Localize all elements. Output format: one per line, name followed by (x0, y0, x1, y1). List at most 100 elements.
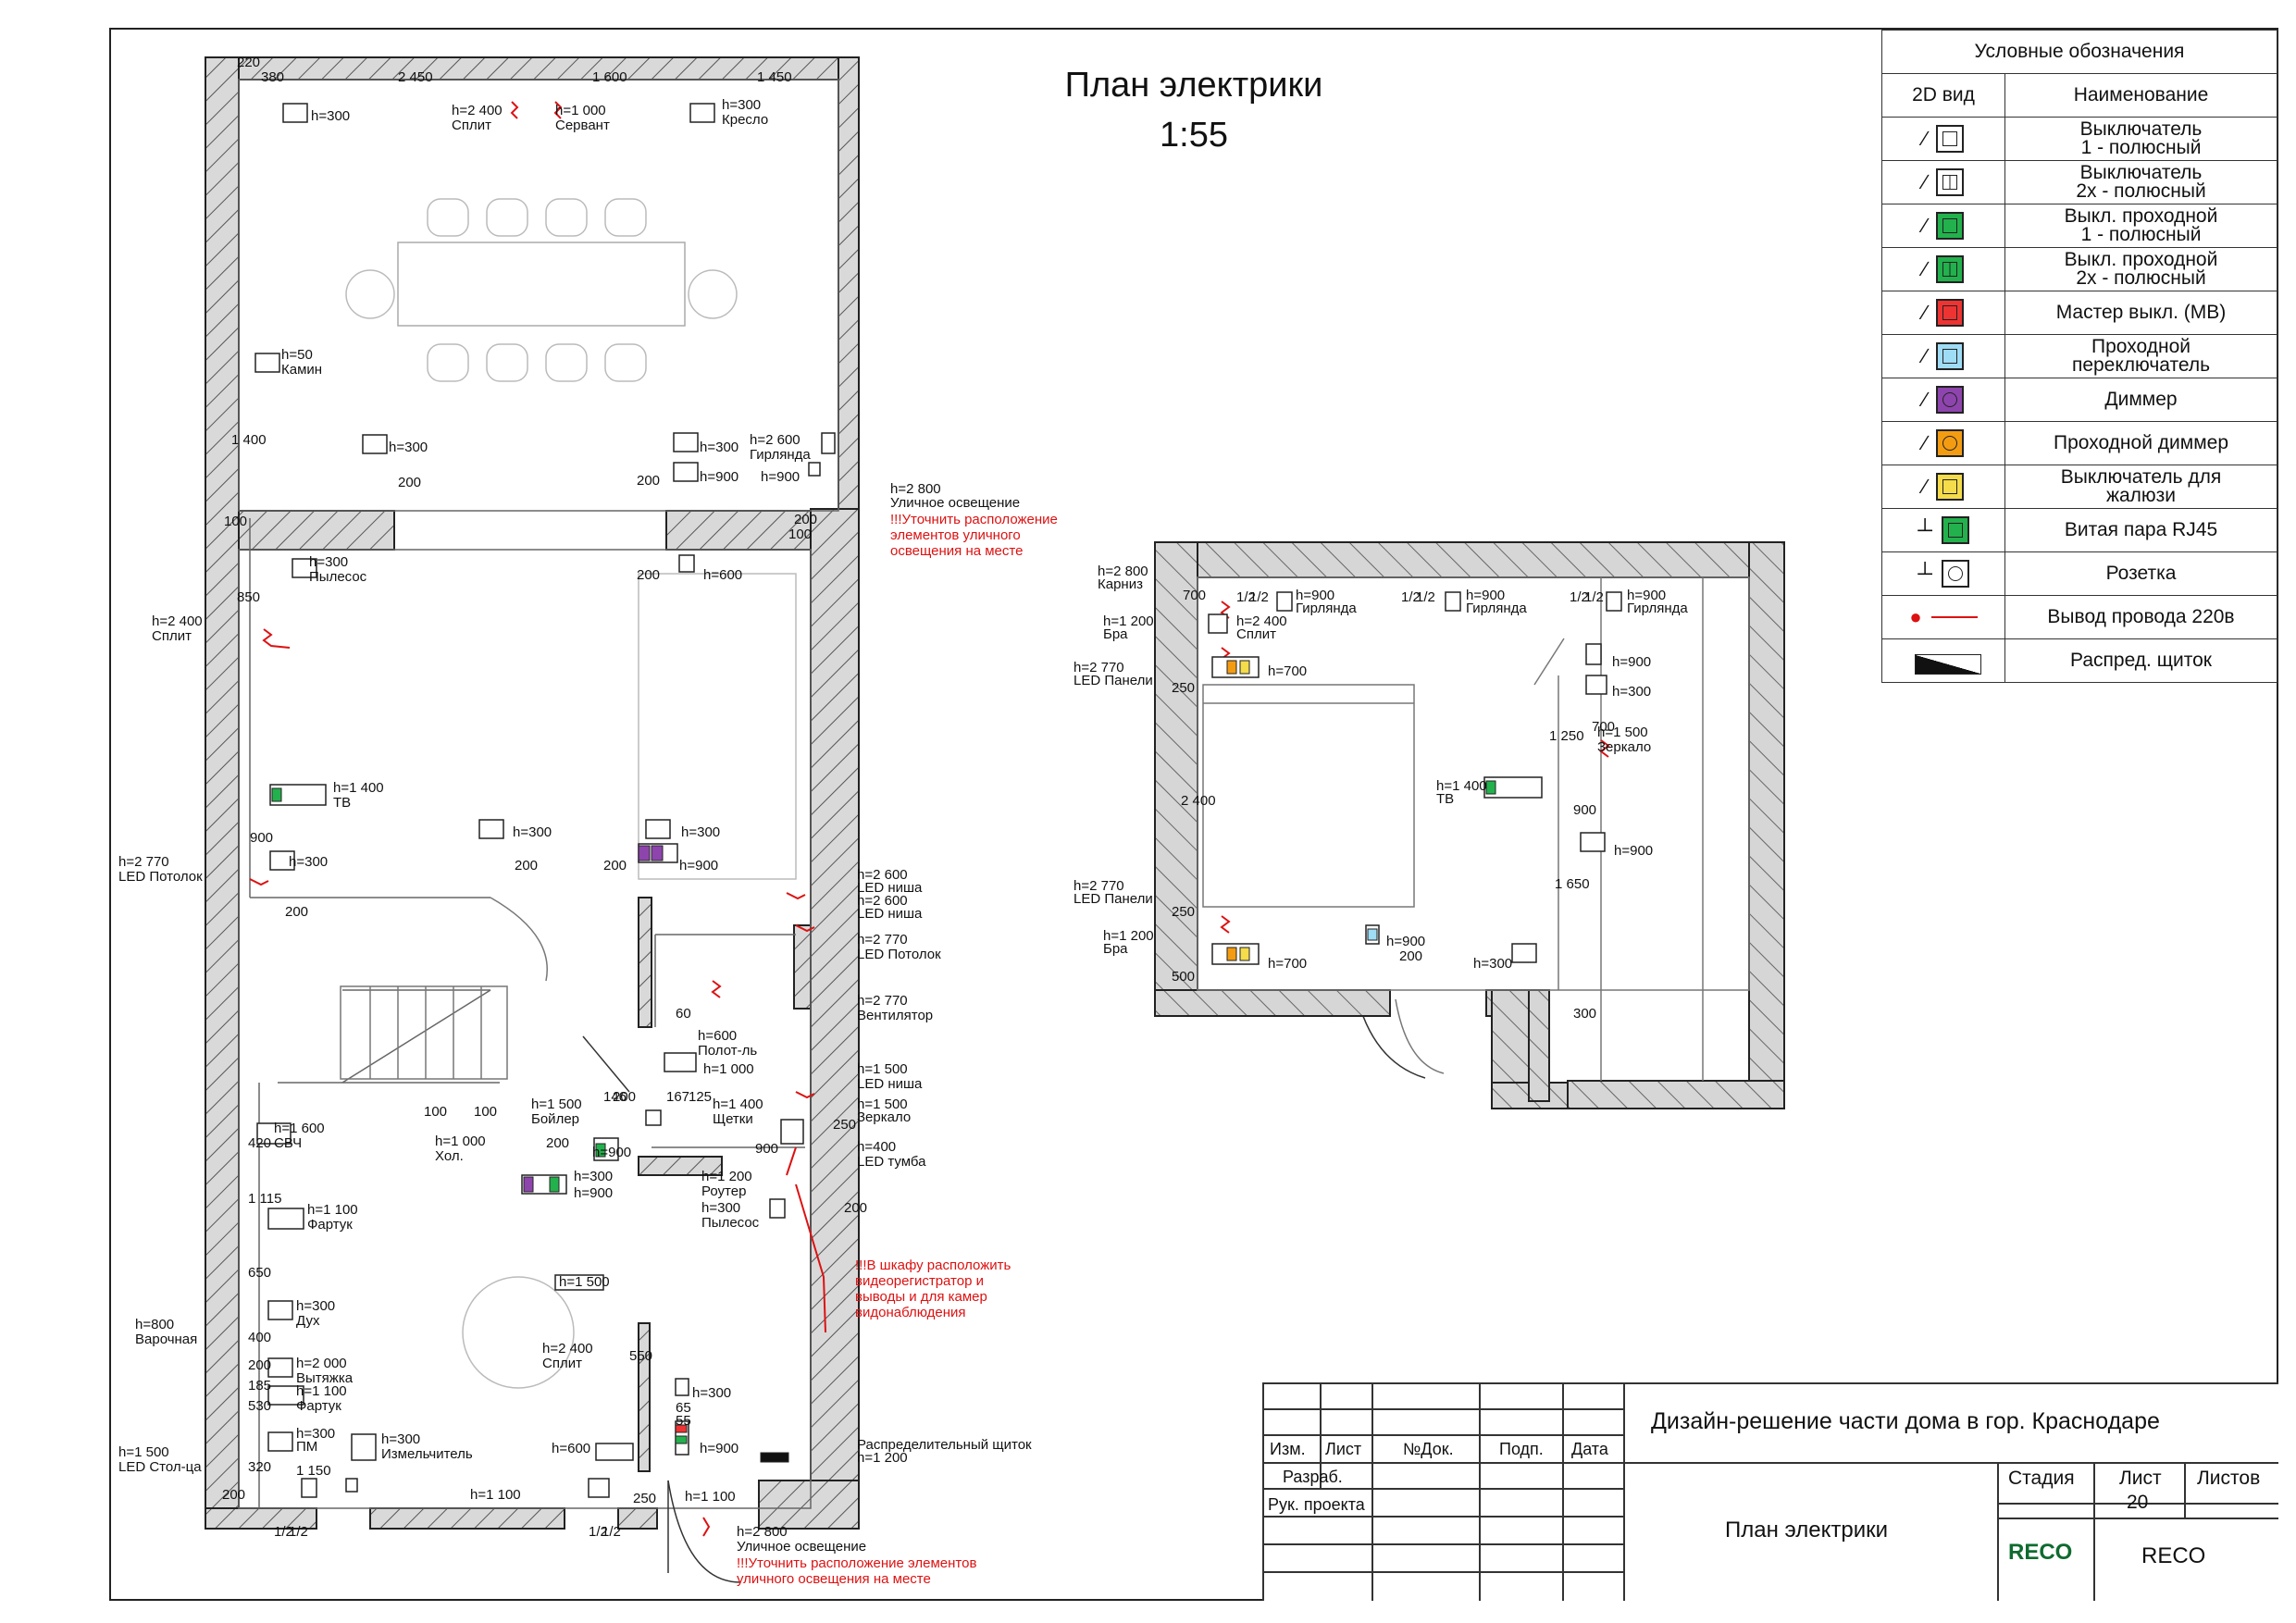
ground-label: Сплит (542, 1356, 582, 1371)
ground-label: h=1 400 (713, 1096, 763, 1112)
tb-col-list: Лист (1325, 1440, 1362, 1458)
legend-name: Вывод провода 220в (2047, 606, 2235, 627)
ground-label: h=1 600 (274, 1121, 325, 1136)
second-floor-label: 1/2 (1249, 589, 1269, 605)
legend-name-line2: 1 - полюсный (2080, 137, 2202, 158)
colored-devices (271, 660, 1496, 1463)
ground-label: h=1 200 (857, 1450, 908, 1466)
ground-label: 185 (248, 1378, 271, 1394)
ground-label: h=1 500 (857, 1061, 908, 1077)
dimmer-icon: ∕ (1881, 378, 2005, 422)
tb-row-developer: Разраб. (1283, 1468, 1343, 1486)
second-floor-label: h=300 (1473, 956, 1512, 972)
wire-outlets (249, 101, 1610, 1537)
ground-label: 650 (248, 1265, 271, 1281)
ground-label: LED ниша (857, 906, 923, 922)
ground-label: h=800 (135, 1317, 174, 1332)
legend-heading: Условные обозначения (1881, 30, 2277, 74)
socket-icon: ┴ (1881, 551, 2005, 596)
ground-label: h=600 (698, 1028, 737, 1044)
dimension-label: 1 600 (592, 69, 627, 85)
second-floor-label: h=900 (1627, 588, 1666, 603)
ground-label: h=600 (703, 567, 742, 583)
street-lighting-label-top: Уличное освещение (890, 495, 1020, 511)
second-floor-label: Гирлянда (1296, 601, 1357, 616)
ground-label: 200 (222, 1487, 245, 1503)
ground-label: h=1 000 (435, 1134, 486, 1149)
second-floor-label: 300 (1573, 1006, 1596, 1022)
second-floor-label: h=900 (1386, 934, 1425, 949)
legend-name: Выключатель (2079, 162, 2203, 183)
ground-label: 1 400 (231, 432, 267, 448)
ground-label: ТВ (333, 795, 351, 811)
ground-label: 900 (755, 1141, 778, 1157)
ground-label: 100 (224, 514, 247, 529)
legend-name: Выключатель для (2060, 466, 2222, 488)
ground-label: 200 (546, 1135, 569, 1151)
ground-label: Полот-ль (698, 1043, 757, 1059)
ground-label: h=300 (692, 1385, 731, 1401)
legend-name: Розетка (2105, 563, 2177, 584)
second-floor-label: 1 650 (1555, 876, 1590, 892)
second-floor-label: 1 250 (1549, 728, 1584, 744)
ground-label: 250 (633, 1491, 656, 1506)
ground-label: Сервант (555, 118, 610, 133)
ground-label: 200 (248, 1357, 271, 1373)
ground-label: 900 (250, 830, 273, 846)
ground-label: Измельчитель (381, 1446, 473, 1462)
second-floor-label: h=1 500 (1597, 725, 1648, 740)
ground-label: 100 (424, 1104, 447, 1120)
second-floor-label: 700 (1592, 719, 1615, 735)
ground-label: h=2 770 (118, 854, 169, 870)
legend-name: Витая пара RJ45 (2064, 519, 2218, 540)
legend-name: Мастер выкл. (МВ) (2055, 302, 2227, 323)
ground-label: h=900 (761, 469, 800, 485)
second-floor-label: 500 (1172, 969, 1195, 985)
legend-row: ∕Мастер выкл. (МВ) (1881, 291, 2277, 335)
ground-label: h=300 (309, 554, 348, 570)
tb-company: RECO (2141, 1543, 2206, 1568)
ground-label: h=900 (679, 858, 718, 873)
ground-label: СВЧ (274, 1135, 302, 1151)
ground-label: 250 (833, 1117, 856, 1133)
second-floor-label: h=900 (1612, 654, 1651, 670)
second-floor-label: Бра (1103, 941, 1128, 957)
legend-col-name: Наименование (2004, 73, 2277, 118)
ground-label: Фартук (307, 1217, 353, 1233)
second-floor-walls (1154, 541, 1785, 1109)
ground-label: LED Потолок (118, 869, 203, 885)
ground-label: h=2 600 (750, 432, 800, 448)
ground-label: h=300 (296, 1426, 335, 1442)
ground-label: h=1 500 (531, 1096, 582, 1112)
second-floor-label: 1/2 (1570, 589, 1589, 605)
ground-label: 200 (398, 475, 421, 490)
ground-label: Роутер (701, 1183, 746, 1199)
legend-name: Диммер (2104, 389, 2178, 410)
ground-label: h=300 (296, 1298, 335, 1314)
pass-switch-2pole-icon: ∕ (1881, 247, 2005, 291)
pass-switch-1pole-icon: ∕ (1881, 204, 2005, 248)
ground-label: 1 150 (296, 1463, 331, 1479)
ground-label: Вытяжка (296, 1370, 354, 1386)
tb-sheet-label: Лист (2119, 1468, 2162, 1489)
ground-label: 320 (248, 1459, 271, 1475)
ground-label: h=300 (681, 824, 720, 840)
ground-label: h=50 (281, 347, 313, 363)
ground-label: 200 (603, 858, 627, 873)
ground-label: h=1 500 (559, 1274, 610, 1290)
legend-row: ●Вывод провода 220в (1881, 595, 2277, 639)
legend-name-line2: 2х - полюсный (2076, 180, 2206, 202)
ground-label: h=1 400 (333, 780, 384, 796)
second-floor-label: 2 400 (1181, 793, 1216, 809)
legend-name: Проходной (2091, 336, 2191, 357)
ground-label: h=300 (389, 440, 428, 455)
tb-col-doc: №Док. (1403, 1440, 1454, 1458)
ground-label: Пылесос (309, 569, 367, 585)
ground-label: Фартук (296, 1398, 341, 1414)
dimension-label: 380 (261, 69, 284, 85)
